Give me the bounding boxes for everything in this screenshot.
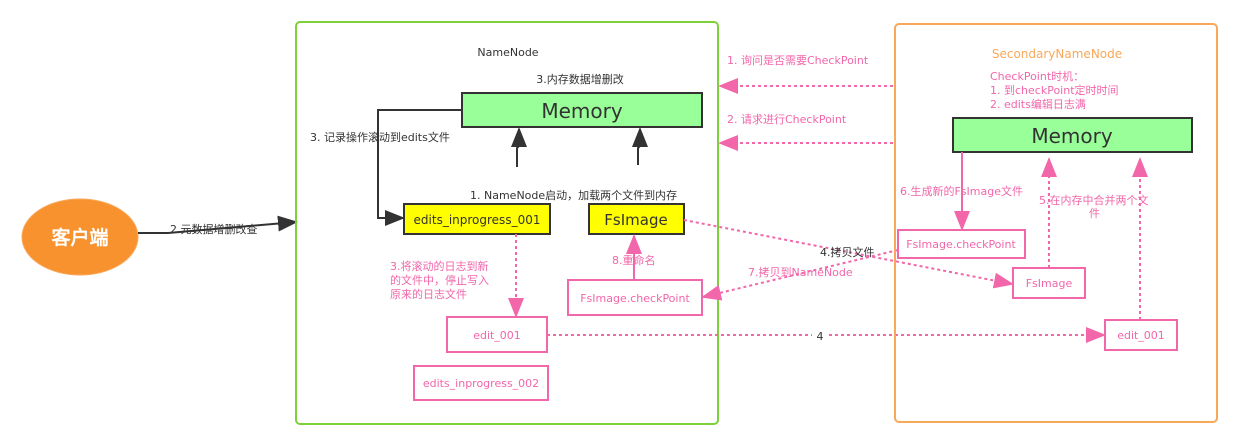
copy-files-arrow bbox=[683, 219, 1014, 289]
request-checkpoint-label: 2. 请求进行CheckPoint bbox=[727, 113, 847, 126]
roll-new-label-1: 3.将滚动的日志到新 bbox=[390, 259, 489, 273]
secondary-title: SecondaryNameNode bbox=[992, 47, 1122, 61]
trigger-line-1: CheckPoint时机： bbox=[990, 69, 1084, 83]
load-edits-arrow bbox=[511, 127, 527, 167]
namenode-title: NameNode bbox=[477, 46, 538, 59]
secondary-fsimage-box bbox=[1012, 267, 1086, 299]
roll-new-label-2: 的文件中，停止写入 bbox=[390, 273, 489, 287]
namenode-edit-001-box bbox=[446, 316, 548, 353]
rename-label: 8.重命名 bbox=[612, 253, 656, 267]
namenode-fsimage-label: FsImage bbox=[604, 211, 667, 229]
secondary-edit-001-label: edit_001 bbox=[1117, 329, 1165, 342]
edit-copy-label: 4 bbox=[817, 330, 824, 343]
client-edge-label: 2.元数据增删改查 bbox=[170, 222, 258, 236]
ask-checkpoint-label: 1. 询问是否需要CheckPoint bbox=[727, 54, 869, 67]
secondary-checkpoint-label: FsImage.checkPoint bbox=[906, 238, 1016, 251]
secondary-memory bbox=[952, 117, 1193, 153]
trigger-line-2: 1. 到checkPoint定时时间 bbox=[990, 83, 1119, 97]
secondary-fsimage-label: FsImage bbox=[1026, 277, 1073, 290]
merge-label-2: 件 bbox=[1089, 207, 1100, 220]
copy-back-label: 7.拷贝到NameNode bbox=[748, 265, 853, 279]
edits-inprogress-002-label: edits_inprogress_002 bbox=[423, 377, 539, 390]
edits-inprogress-001-box bbox=[403, 203, 551, 235]
namenode-memory-label: Memory bbox=[541, 99, 623, 123]
namenode-edit-001-label: edit_001 bbox=[473, 329, 521, 342]
load-label: 1. NameNode启动，加载两个文件到内存 bbox=[470, 188, 677, 202]
client-label: 客户端 bbox=[51, 226, 108, 249]
secondary-memory-label: Memory bbox=[1031, 124, 1113, 148]
secondary-container bbox=[894, 23, 1218, 423]
load-fsimage-arrow bbox=[632, 127, 648, 165]
memory-op-label: 3.内存数据增删改 bbox=[536, 72, 624, 86]
client-to-namenode-arrow bbox=[138, 215, 298, 234]
trigger-line-3: 2. edits编辑日志满 bbox=[990, 97, 1086, 111]
roll-new-label-3: 原来的日志文件 bbox=[390, 287, 467, 301]
namenode-container bbox=[295, 21, 719, 425]
secondary-edit-001-box bbox=[1104, 319, 1178, 351]
edits-inprogress-002-box bbox=[413, 365, 549, 401]
roll-arrow bbox=[377, 109, 462, 226]
namenode-checkpoint-label: FsImage.checkPoint bbox=[580, 292, 690, 305]
secondary-checkpoint-box bbox=[897, 229, 1026, 259]
roll-label: 3. 记录操作滚动到edits文件 bbox=[310, 130, 450, 144]
generate-label: 6.生成新的FsImage文件 bbox=[900, 184, 1023, 198]
namenode-checkpoint-box bbox=[567, 279, 703, 316]
merge-label-1: 5.在内存中合并两个文 bbox=[1039, 193, 1149, 207]
client-node bbox=[21, 198, 139, 276]
edits-inprogress-001-label: edits_inprogress_001 bbox=[414, 213, 541, 227]
copy-files-label: 4.拷贝文件 bbox=[820, 245, 875, 259]
